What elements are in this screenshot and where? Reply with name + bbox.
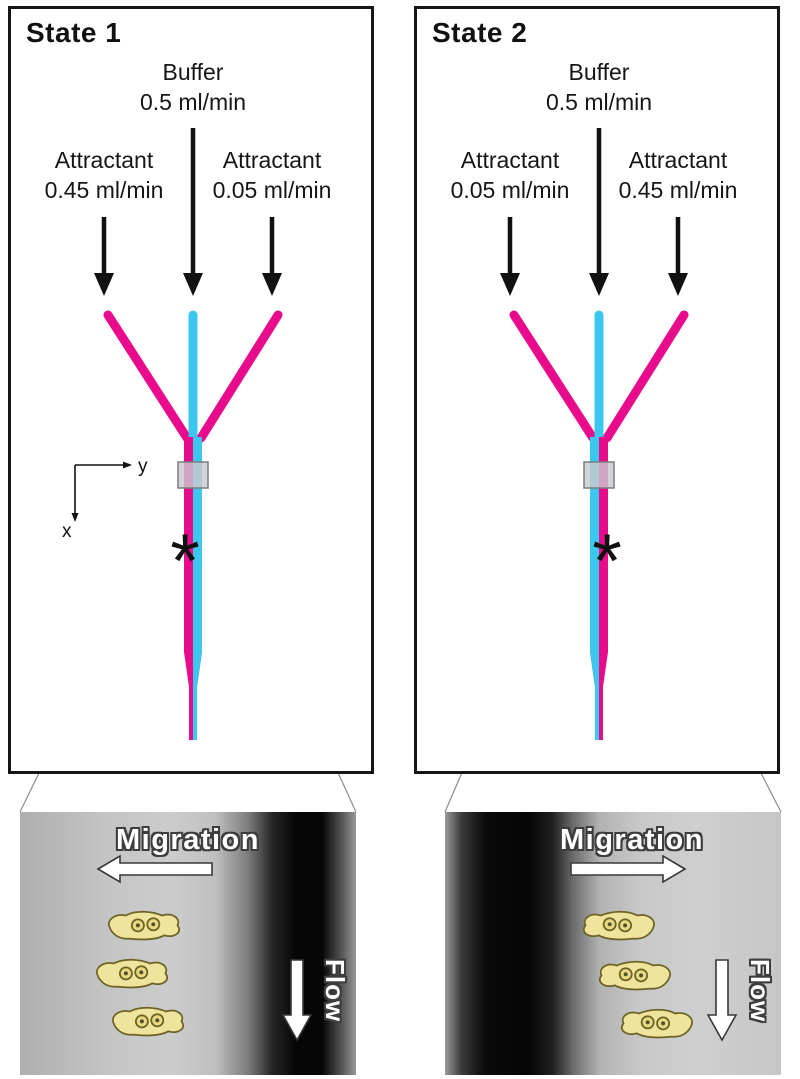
cell xyxy=(108,910,181,941)
microchannel-state1 xyxy=(103,310,283,740)
left-attractant-label-group: Attractant 0.45 ml/min xyxy=(14,145,194,205)
migration-arrow-right-icon xyxy=(570,854,687,884)
left-attractant-branch xyxy=(509,310,598,443)
cell xyxy=(582,910,655,941)
buffer-inlet-label-group: Buffer 0.5 ml/min xyxy=(509,57,689,117)
cell xyxy=(620,1008,693,1039)
cells-group xyxy=(96,910,185,1037)
left-attractant-branch xyxy=(103,310,192,443)
micrograph-state2: Migration Flow xyxy=(445,812,781,1075)
cells-group xyxy=(582,910,693,1039)
device-schematic-state1: * y x xyxy=(62,128,283,740)
buffer-rate: 0.5 ml/min xyxy=(545,89,653,115)
right-attractant-arrowhead-icon xyxy=(262,273,282,296)
buffer-inlet-label-group: Buffer 0.5 ml/min xyxy=(103,57,283,117)
buffer-label: Buffer xyxy=(568,59,630,85)
right-attractant-branch xyxy=(602,310,689,443)
flow-label: Flow xyxy=(320,959,350,1023)
left-attractant-label: Attractant xyxy=(54,147,154,173)
panel-title-state1: State 1 xyxy=(26,17,122,48)
left-attractant-arrowhead-icon xyxy=(500,273,520,296)
right-attractant-rate: 0.05 ml/min xyxy=(212,177,332,203)
left-attractant-label: Attractant xyxy=(460,147,560,173)
buffer-flow-arrowhead-icon xyxy=(183,273,203,296)
state1-panel: State 1 Buffer 0.5 ml/min Attractant 0.4… xyxy=(8,6,374,774)
asterisk-marker: * xyxy=(592,519,622,604)
flow-arrow-down-icon xyxy=(706,959,738,1042)
right-attractant-label-group: Attractant 0.45 ml/min xyxy=(588,145,768,205)
right-attractant-label: Attractant xyxy=(628,147,728,173)
migration-label: Migration xyxy=(560,824,704,856)
cell xyxy=(112,1006,185,1037)
right-attractant-label-group: Attractant 0.05 ml/min xyxy=(182,145,362,205)
y-axis-arrowhead-icon xyxy=(123,461,132,469)
micrograph-state2-overlay xyxy=(570,854,738,1042)
micrograph-state1-overlay xyxy=(96,854,313,1042)
cell xyxy=(96,958,169,989)
right-attractant-rate: 0.45 ml/min xyxy=(618,177,738,203)
main-channel-buffer-stream xyxy=(193,437,202,740)
microchannel-state2 xyxy=(509,310,689,740)
flow-label: Flow xyxy=(745,959,775,1023)
migration-label: Migration xyxy=(116,824,260,856)
main-channel-buffer-stream xyxy=(590,437,599,740)
y-axis-label: y xyxy=(138,456,148,477)
observation-window xyxy=(583,461,615,489)
inlet-flow-arrows xyxy=(94,128,282,296)
asterisk-marker: * xyxy=(170,519,200,604)
buffer-label: Buffer xyxy=(162,59,224,85)
left-attractant-arrowhead-icon xyxy=(94,273,114,296)
panel-title-state2: State 2 xyxy=(432,17,528,48)
right-attractant-branch xyxy=(196,310,283,443)
right-attractant-label: Attractant xyxy=(222,147,322,173)
buffer-rate: 0.5 ml/min xyxy=(139,89,247,115)
buffer-flow-arrowhead-icon xyxy=(589,273,609,296)
cell xyxy=(598,960,671,991)
device-schematic-state2: * xyxy=(500,128,689,740)
micrograph-state1: Migration Flow xyxy=(20,812,356,1075)
left-attractant-rate: 0.05 ml/min xyxy=(450,177,570,203)
flow-arrow-down-icon xyxy=(281,959,313,1042)
left-attractant-rate: 0.45 ml/min xyxy=(44,177,164,203)
state2-panel: State 2 Buffer 0.5 ml/min Attractant 0.0… xyxy=(414,6,780,774)
migration-arrow-left-icon xyxy=(96,854,213,884)
coordinate-axes: y x xyxy=(62,456,148,542)
right-attractant-arrowhead-icon xyxy=(668,273,688,296)
inlet-flow-arrows xyxy=(500,128,688,296)
x-axis-arrowhead-icon xyxy=(71,513,79,522)
observation-window xyxy=(177,461,209,489)
x-axis-label: x xyxy=(62,521,72,542)
left-attractant-label-group: Attractant 0.05 ml/min xyxy=(420,145,600,205)
